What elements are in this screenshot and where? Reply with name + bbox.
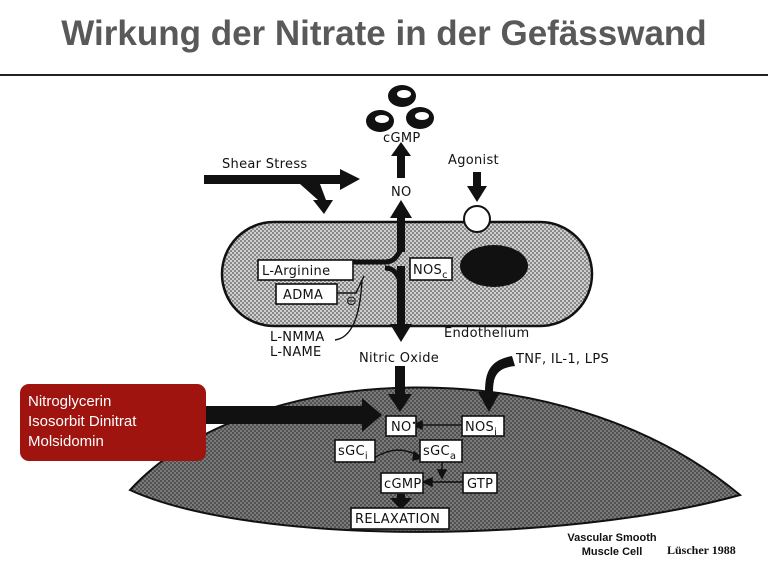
nos-c-label: NOSc: [413, 263, 448, 281]
endothelium-label: Endothelium: [444, 326, 529, 341]
inhibit-sign: ⊖: [346, 294, 357, 309]
smc-small-arrows: [373, 419, 463, 488]
agonist-label: Agonist: [448, 153, 499, 168]
cgmp-smc-box: [380, 472, 424, 494]
sgc-i-box: [334, 439, 376, 463]
nucleus-shape: [460, 245, 528, 287]
nos-i-label: NOSi: [465, 420, 497, 438]
relaxation-box: [350, 507, 450, 530]
gtp-label: GTP: [467, 477, 493, 492]
l-arginine-box: [257, 259, 354, 281]
drug-item: Nitroglycerin: [28, 393, 112, 410]
sgc-a-label: sGCa: [423, 444, 456, 462]
sgc-i-label: sGCi: [338, 444, 368, 462]
shear-stress-label: Shear Stress: [222, 157, 308, 172]
vascular-smooth-muscle-cell-label: Vascular Smooth Muscle Cell: [567, 532, 657, 558]
cytokines-label: TNF, IL-1, LPS: [515, 352, 609, 367]
l-nmma-label: L-NMMA: [270, 330, 325, 345]
nos-i-box: [461, 415, 505, 437]
drug-item: Molsidomin: [28, 433, 104, 450]
l-arginine-label: L-Arginine: [262, 264, 330, 279]
cgmp-smc-label: cGMP: [384, 477, 421, 492]
drug-list-box: Nitroglycerin Isosorbit Dinitrat Molsido…: [20, 384, 206, 461]
adma-box: [275, 283, 338, 305]
slide-title: Wirkung der Nitrate in der Gefässwand: [61, 14, 707, 53]
citation: Lüscher 1988: [667, 543, 736, 557]
lnmma-inhibition-line: [334, 279, 363, 341]
drug-item: Isosorbit Dinitrat: [28, 413, 137, 430]
no-top-label: NO: [391, 185, 412, 200]
adma-label: ADMA: [283, 288, 323, 303]
relaxation-label: RELAXATION: [355, 512, 440, 527]
nos-c-box: [409, 257, 453, 281]
cgmp-top-label: cGMP: [383, 131, 420, 146]
pathway-arrows: [204, 142, 515, 510]
arginine-connector: [353, 248, 404, 284]
l-name-label: L-NAME: [270, 345, 322, 360]
gtp-box: [462, 472, 498, 494]
cgmp-cell-icons: [366, 85, 434, 132]
no-smc-label: NO•: [391, 419, 417, 435]
nitric-oxide-label: Nitric Oxide: [359, 351, 439, 366]
receptor-circle: [463, 205, 491, 233]
title-divider: [0, 74, 768, 76]
sgc-a-box: [419, 439, 463, 463]
no-smc-box: [385, 415, 417, 437]
